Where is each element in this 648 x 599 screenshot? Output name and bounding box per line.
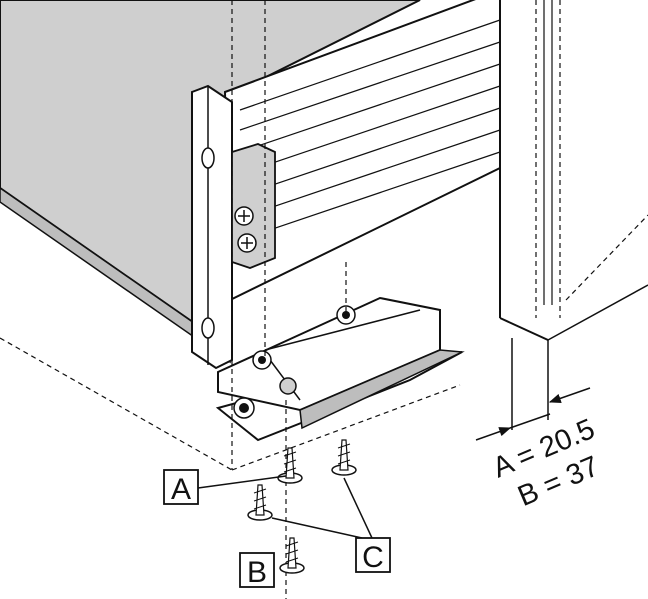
hinge-bracket xyxy=(231,143,276,269)
leader-lines xyxy=(197,475,373,539)
screw xyxy=(247,484,273,521)
dimension-arrows xyxy=(475,387,591,441)
callout-b-label: B xyxy=(247,556,267,589)
callout-c-label: C xyxy=(362,541,384,574)
adjacent-cabinet xyxy=(499,0,648,430)
hinge-base-plate xyxy=(215,296,465,442)
screw xyxy=(277,447,303,484)
callout-b: B xyxy=(239,552,275,589)
callout-a-label: A xyxy=(171,473,191,506)
screw xyxy=(331,439,357,476)
callout-a: A xyxy=(163,469,199,506)
callout-c: C xyxy=(355,537,391,574)
screw xyxy=(279,537,305,574)
mounting-rail xyxy=(191,84,233,370)
